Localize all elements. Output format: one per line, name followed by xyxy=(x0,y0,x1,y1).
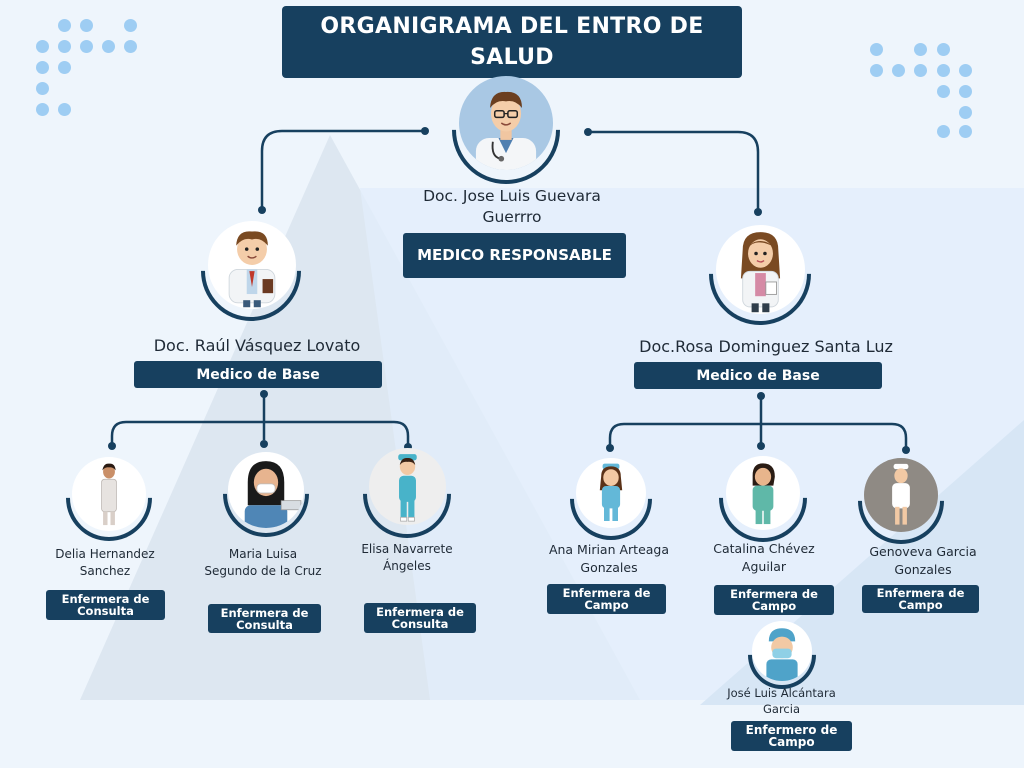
nurse-6-name: Genoveva Garcia Gonzales xyxy=(869,544,977,577)
right-doctor-name: Doc.Rosa Dominguez Santa Luz xyxy=(639,337,893,356)
nurse-5-role-badge: Enfermera de Campo xyxy=(714,585,834,615)
nurse-3-name: Elisa Navarrete Ángeles xyxy=(361,542,453,573)
nurse-3-avatar xyxy=(369,448,446,525)
nurse-7-role-badge: Enfermero de Campo xyxy=(731,721,852,751)
head-doctor-name: Doc. Jose Luis Guevara Guerrro xyxy=(423,187,601,226)
doctor-icon xyxy=(228,231,276,308)
doctor-icon xyxy=(740,232,781,313)
left-doctor-role-badge: Medico de Base xyxy=(134,361,382,388)
nurse-icon xyxy=(599,463,623,521)
nurse-icon xyxy=(892,463,910,525)
nurse-5-name: Catalina Chévez Aguilar xyxy=(713,541,815,574)
nurse-6-avatar xyxy=(864,458,938,532)
nurse-icon xyxy=(766,628,798,681)
head-doctor-avatar xyxy=(459,76,553,170)
nurse-1-role-badge: Enfermera de Consulta xyxy=(46,590,165,620)
left-doctor-avatar xyxy=(208,221,296,309)
connector-head-left xyxy=(260,129,425,210)
nurse-2-role-badge: Enfermera de Consulta xyxy=(208,604,321,633)
connector-left-branch xyxy=(110,420,410,446)
nurse-1-avatar xyxy=(72,457,146,531)
nurse-4-name: Ana Mirian Arteaga Gonzales xyxy=(548,542,670,575)
nurse-6-role-badge: Enfermera de Campo xyxy=(862,585,979,613)
right-doctor-role-badge: Medico de Base xyxy=(634,362,882,389)
doctor-icon xyxy=(475,91,537,170)
nurse-icon xyxy=(752,463,775,525)
nurse-4-avatar xyxy=(576,458,646,528)
nurse-2-name: Maria Luisa Segundo de la Cruz xyxy=(204,547,322,578)
nurse-4-role-badge: Enfermera de Campo xyxy=(547,584,666,614)
chart-title: ORGANIGRAMA DEL ENTRO DE SALUD xyxy=(282,6,742,78)
nurse-icon xyxy=(244,461,302,528)
nurse-2-avatar xyxy=(228,452,304,528)
nurse-icon xyxy=(398,454,417,522)
connector-right-branch xyxy=(608,422,908,448)
head-doctor-role-badge: MEDICO RESPONSABLE xyxy=(403,233,626,278)
nurse-5-avatar xyxy=(726,456,800,530)
nurse-1-name: Delia Hernandez Sanchez xyxy=(55,547,155,578)
right-doctor-avatar xyxy=(716,225,805,314)
nurse-icon xyxy=(101,463,117,526)
left-doctor-name: Doc. Raúl Vásquez Lovato xyxy=(153,336,361,355)
nurse-7-name: José Luis Alcántara Garcia xyxy=(727,686,836,716)
connector-head-right xyxy=(588,130,760,212)
nurse-7-avatar xyxy=(752,621,812,681)
nurse-3-role-badge: Enfermera de Consulta xyxy=(364,603,476,633)
